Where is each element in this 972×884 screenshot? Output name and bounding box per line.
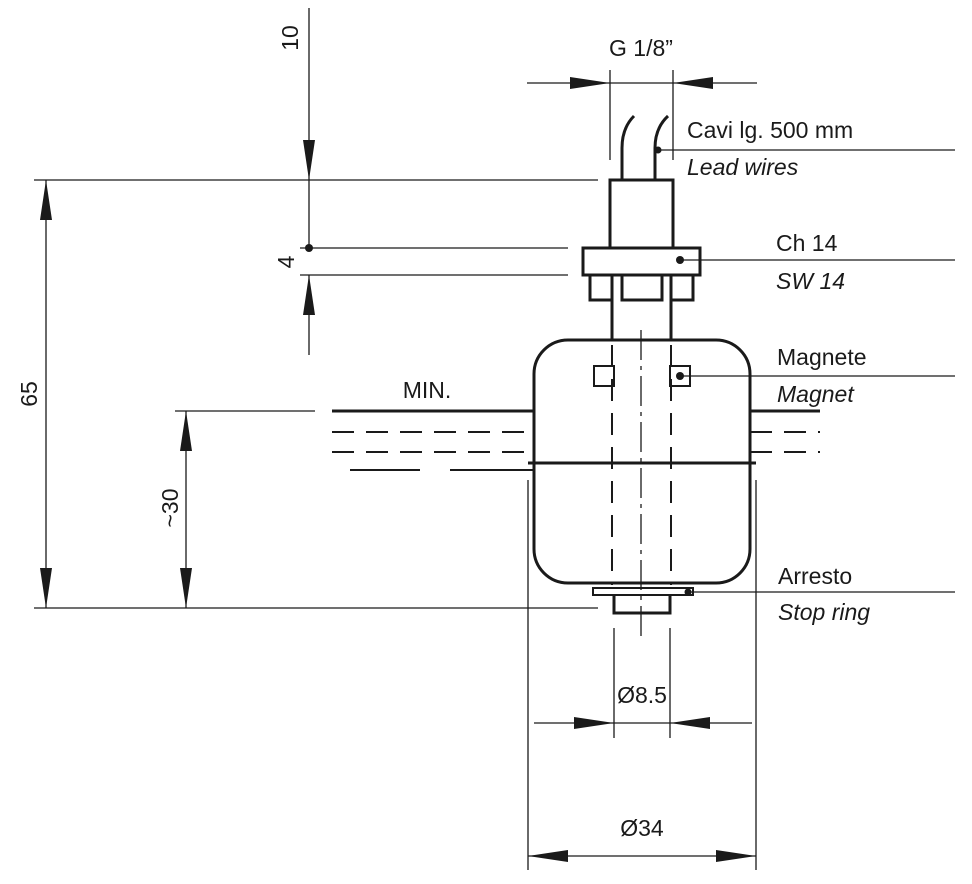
liquid-level xyxy=(332,409,820,471)
leader-magnet: Magnete Magnet xyxy=(676,344,955,407)
wires-label-it: Cavi lg. 500 mm xyxy=(687,117,853,143)
hex-nut xyxy=(581,246,702,302)
magnet-label-it: Magnete xyxy=(777,344,867,370)
dim-nut-label: 4 xyxy=(273,255,299,268)
hex-label-it: Ch 14 xyxy=(776,230,838,256)
extension-lines xyxy=(34,70,757,870)
thread-label: G 1/8” xyxy=(609,35,673,61)
dim-top-label: 10 xyxy=(277,25,303,51)
leader-hex: Ch 14 SW 14 xyxy=(676,230,955,294)
dim-stem: Ø8.5 xyxy=(534,682,752,729)
stop-label-it: Arresto xyxy=(778,563,852,589)
dim-thread: G 1/8” xyxy=(527,35,757,89)
dim-total-label: 65 xyxy=(16,381,42,407)
dim-stem-label: Ø8.5 xyxy=(617,682,667,708)
lead-wires xyxy=(620,114,670,180)
threaded-head xyxy=(608,178,675,250)
leader-stop: Arresto Stop ring xyxy=(684,563,955,625)
wires-label-en: Lead wires xyxy=(687,154,799,180)
dim-switch: ~30 xyxy=(157,411,192,608)
dim-float-label: Ø34 xyxy=(620,815,664,841)
magnet-label-en: Magnet xyxy=(777,381,855,407)
dim-total: 65 xyxy=(16,180,52,608)
hex-label-en: SW 14 xyxy=(776,268,845,294)
magnet-left xyxy=(593,365,615,387)
leader-wires: Cavi lg. 500 mm Lead wires xyxy=(654,117,955,180)
dim-top-nut: 10 4 xyxy=(273,8,315,355)
stop-label-en: Stop ring xyxy=(778,599,870,625)
stop-ring xyxy=(592,587,694,615)
float-body xyxy=(528,338,756,585)
min-level-label: MIN. xyxy=(403,377,452,403)
dim-switch-label: ~30 xyxy=(157,488,183,527)
dim-float: Ø34 xyxy=(528,815,756,862)
